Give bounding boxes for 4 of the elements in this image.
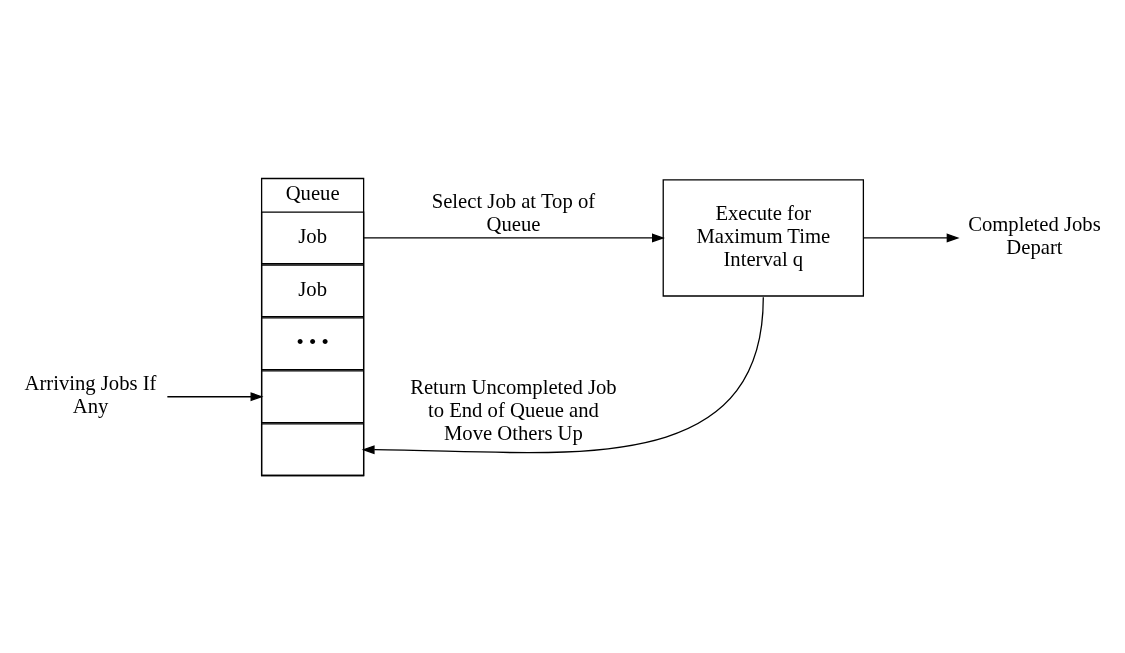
node-text: Arriving Jobs If Any [24,371,157,417]
edge-label: Select Job at Top of Queue [431,189,596,235]
edge-label: Return Uncompleted Job to End of Queue and Move Others Up [410,375,617,444]
node-text: Completed Jobs Depart [968,212,1101,258]
